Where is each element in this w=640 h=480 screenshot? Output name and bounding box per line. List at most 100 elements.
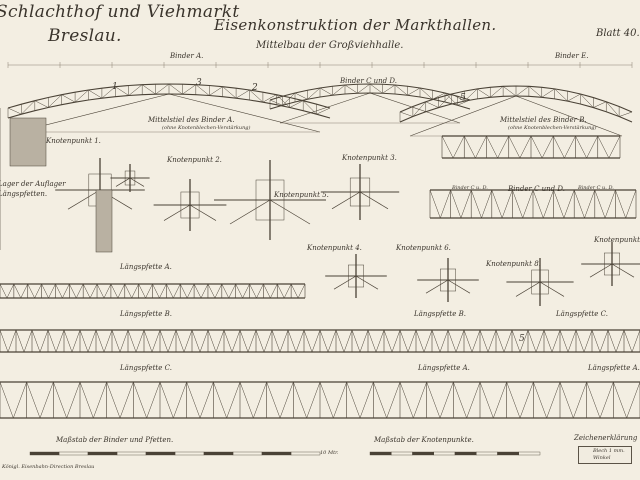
scale-segment [518, 451, 541, 456]
label-knotenpunkt-6: Knotenpunkt 6. [396, 244, 451, 252]
node-plate [255, 179, 285, 221]
pfette-diagonal [48, 283, 56, 299]
pfette-diagonal [541, 135, 554, 159]
pfette-diagonal [486, 135, 498, 159]
pfette-diagonal [151, 329, 161, 353]
node-diag [515, 281, 541, 297]
arch-diagonal [567, 93, 581, 102]
label-knotenpunkt-3: Knotenpunkt 3. [342, 154, 397, 162]
scale-bar-knoten [369, 451, 541, 456]
pfette-diagonal [543, 329, 553, 353]
pfette-diagonal [200, 283, 209, 299]
pfette-diagonal [460, 189, 472, 219]
pfette-diagonal [279, 381, 294, 419]
arch-brace [168, 93, 321, 133]
node-plate [604, 252, 620, 276]
pfette-diagonal [431, 329, 441, 353]
scale-segment [58, 451, 89, 456]
arch-diagonal [357, 83, 371, 94]
pfette-diagonal [199, 381, 214, 419]
purlin-trusses [0, 135, 640, 419]
pfette-diagonal [625, 189, 637, 219]
node-number-2: 2 [252, 83, 258, 93]
node-diag [115, 177, 131, 187]
pfette-diagonal [231, 329, 241, 353]
arch-diagonal [399, 111, 413, 117]
pfette-diagonal [79, 381, 94, 419]
pfette-diagonal [146, 381, 161, 419]
label-laengspfette-c2: Längspfette C. [556, 310, 608, 318]
pfette-diagonal [0, 381, 14, 419]
node-diag [229, 199, 271, 225]
arch-diagonal [477, 88, 491, 98]
pfette-diagonal [594, 189, 606, 219]
pfette-diagonal [0, 329, 9, 353]
pfette-diagonal [586, 135, 598, 159]
arch-diagonal [21, 100, 36, 115]
pfette-diagonal [159, 283, 167, 299]
node-diag [331, 191, 361, 210]
arch-diagonal [332, 84, 346, 96]
scale-segment [433, 451, 456, 456]
label-mittelstiel-a-sub: (ohne Knotenblechen-Verstärkung) [162, 125, 251, 131]
arch-diagonal [432, 92, 446, 100]
label-knotenpunkt-1: Knotenpunkt 1. [46, 137, 101, 145]
arch-diagonal [289, 100, 304, 108]
node-number-5: 5 [460, 93, 466, 103]
node-plate [180, 191, 200, 219]
pfette-diagonal [450, 189, 462, 219]
pfette-diagonal [159, 329, 169, 353]
pfette-diagonal [39, 329, 49, 353]
arch-diagonal [425, 101, 439, 108]
pfette-diagonal [159, 381, 174, 419]
pfette-diagonal [608, 135, 621, 159]
pfette-diagonal [110, 283, 119, 299]
pfette-diagonal [117, 283, 125, 299]
arch-diagonal [7, 107, 22, 115]
scale-segment [203, 451, 234, 456]
node-diag [359, 191, 389, 210]
pfette-diagonal [27, 283, 35, 299]
pfette-diagonal [519, 329, 529, 353]
pfette-diagonal [119, 329, 129, 353]
pfette-diagonal [266, 381, 281, 419]
arch-diagonal [515, 86, 530, 97]
scale-segment [476, 451, 498, 456]
pfette-diagonal [20, 283, 28, 299]
pfette-b [0, 329, 640, 353]
node-diag [67, 189, 101, 210]
node-plate [124, 170, 136, 186]
pfette-diagonal [55, 283, 63, 299]
node-detail-4 [325, 254, 387, 298]
pfette-diagonal [191, 329, 201, 353]
pfette-diagonal [66, 381, 81, 419]
pfette-diagonal [311, 329, 321, 353]
arch-diagonal [142, 84, 156, 95]
pfette-diagonal [214, 283, 223, 299]
pfette-diagonal [180, 283, 188, 299]
arch-diagonal [61, 94, 76, 103]
pfette-diagonal [463, 329, 473, 353]
arch-binder-a [7, 83, 331, 133]
pfette-diagonal [199, 329, 209, 353]
title-center-line2: Mittelbau der Großviehhalle. [256, 40, 404, 51]
arch-diagonal [155, 83, 170, 95]
pfette-diagonal [106, 381, 121, 419]
pfette-diagonal [69, 283, 77, 299]
arch-binder-c-d [269, 83, 471, 124]
arch-diagonal [48, 94, 62, 108]
pfette-diagonal [599, 329, 609, 353]
pfette-diagonal [63, 329, 73, 353]
node-diag [447, 279, 471, 294]
pfette-diagonal [383, 329, 393, 353]
arch-binder-e [399, 85, 633, 137]
pfette-diagonal [567, 329, 577, 353]
arch-diagonal [282, 92, 296, 106]
scale-segment [369, 451, 392, 456]
pfette-diagonal [239, 381, 254, 419]
node-detail-small [110, 164, 150, 192]
pfette-diagonal [584, 189, 596, 219]
legend-row-2: Winkel [593, 455, 611, 461]
scale-segment [145, 451, 176, 456]
label-binder-lower-left: Binder C u. D. [452, 185, 488, 191]
